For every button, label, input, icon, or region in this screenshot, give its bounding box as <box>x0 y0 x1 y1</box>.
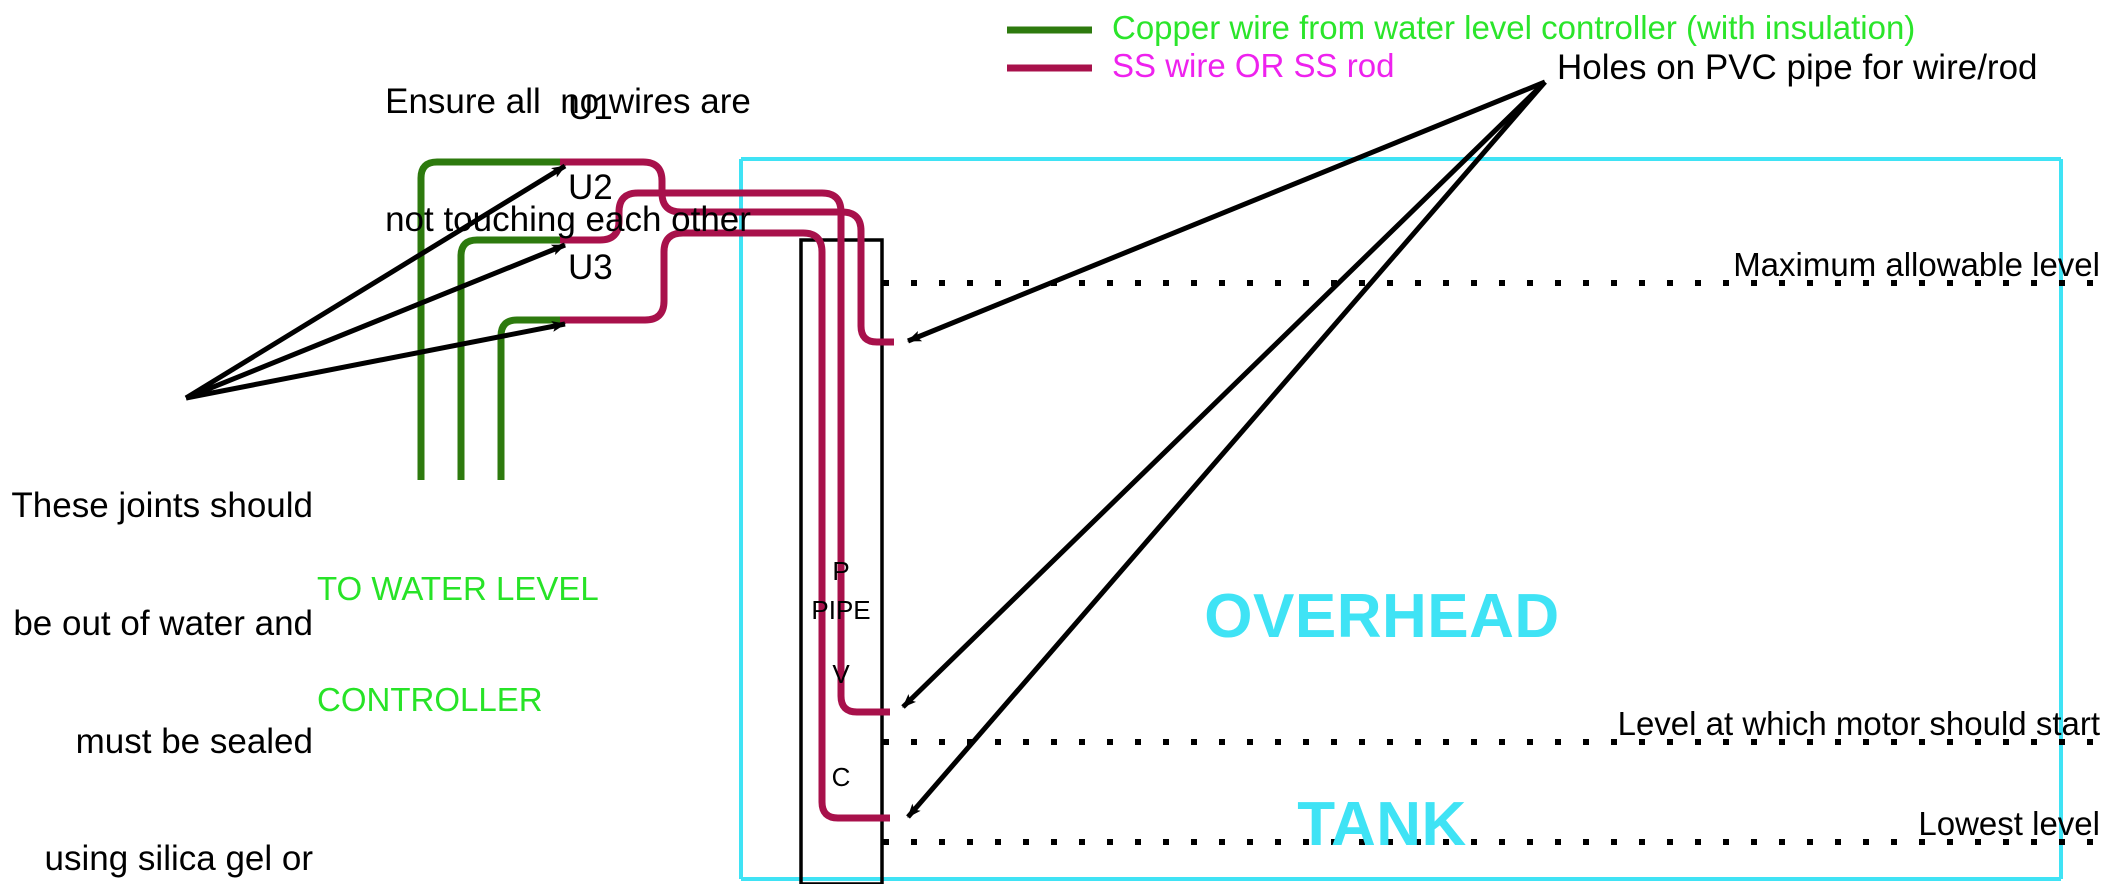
ss-wire-u3 <box>560 229 890 822</box>
legend-label-copper-wire: Copper wire from water level controller … <box>1112 9 1916 46</box>
top-note: Ensure all no wires are not touching eac… <box>338 4 798 318</box>
copper-wire-u2 <box>457 236 560 480</box>
copper-wire-u3 <box>497 316 560 480</box>
joint-label-u1: U1 <box>568 88 613 127</box>
pvc-letter-p: P <box>832 555 850 586</box>
joint-label-u2: U2 <box>568 168 613 207</box>
joint-note-line-4: using silica gel or <box>44 839 313 879</box>
overhead-tank-line-1: OVERHEAD <box>1204 581 1560 651</box>
joint-label-u3: U3 <box>568 248 613 287</box>
pvc-letter-v: V <box>832 658 850 689</box>
ss-wire-u2 <box>560 189 890 716</box>
joint-arrow-u3 <box>185 321 566 401</box>
top-note-line-2: not touching each other <box>385 199 751 239</box>
pvc-pipe-letters: P V C <box>818 485 864 862</box>
overhead-tank-line-2: TANK <box>1297 790 1467 860</box>
holes-on-pipe-label: Holes on PVC pipe for wire/rod <box>1557 48 2038 87</box>
to-controller-line-1: TO WATER LEVEL <box>317 569 599 607</box>
joint-arrow-u1 <box>184 163 567 401</box>
ss-wire-u1 <box>560 158 894 346</box>
legend-label-ss-wire: SS wire OR SS rod <box>1112 47 1395 84</box>
level-label-max: Maximum allowable level <box>1733 246 2100 283</box>
overhead-tank-label: OVERHEAD TANK <box>1162 443 1602 884</box>
level-label-motor-start: Level at which motor should start <box>1617 705 2100 742</box>
joint-note-line-1: These joints should <box>11 486 313 526</box>
pvc-letter-c: C <box>831 761 851 792</box>
copper-wire-u1 <box>417 158 560 480</box>
level-label-lowest: Lowest level <box>1918 805 2100 842</box>
hole-arrow-bottom <box>906 80 1547 819</box>
joint-note-line-3: must be sealed <box>75 721 313 761</box>
joint-sealing-note: These joints should be out of water and … <box>0 408 313 884</box>
to-controller-label: TO WATER LEVEL CONTROLLER <box>317 497 599 793</box>
pvc-pipe-word: PIPE <box>811 595 871 625</box>
to-controller-line-2: CONTROLLER <box>317 680 543 718</box>
joint-note-line-2: be out of water and <box>13 603 313 643</box>
hole-arrow-top <box>907 79 1546 344</box>
hole-arrow-middle <box>901 80 1547 709</box>
top-note-line-1: Ensure all no wires are <box>385 82 751 122</box>
joint-arrow-u2 <box>185 242 566 401</box>
